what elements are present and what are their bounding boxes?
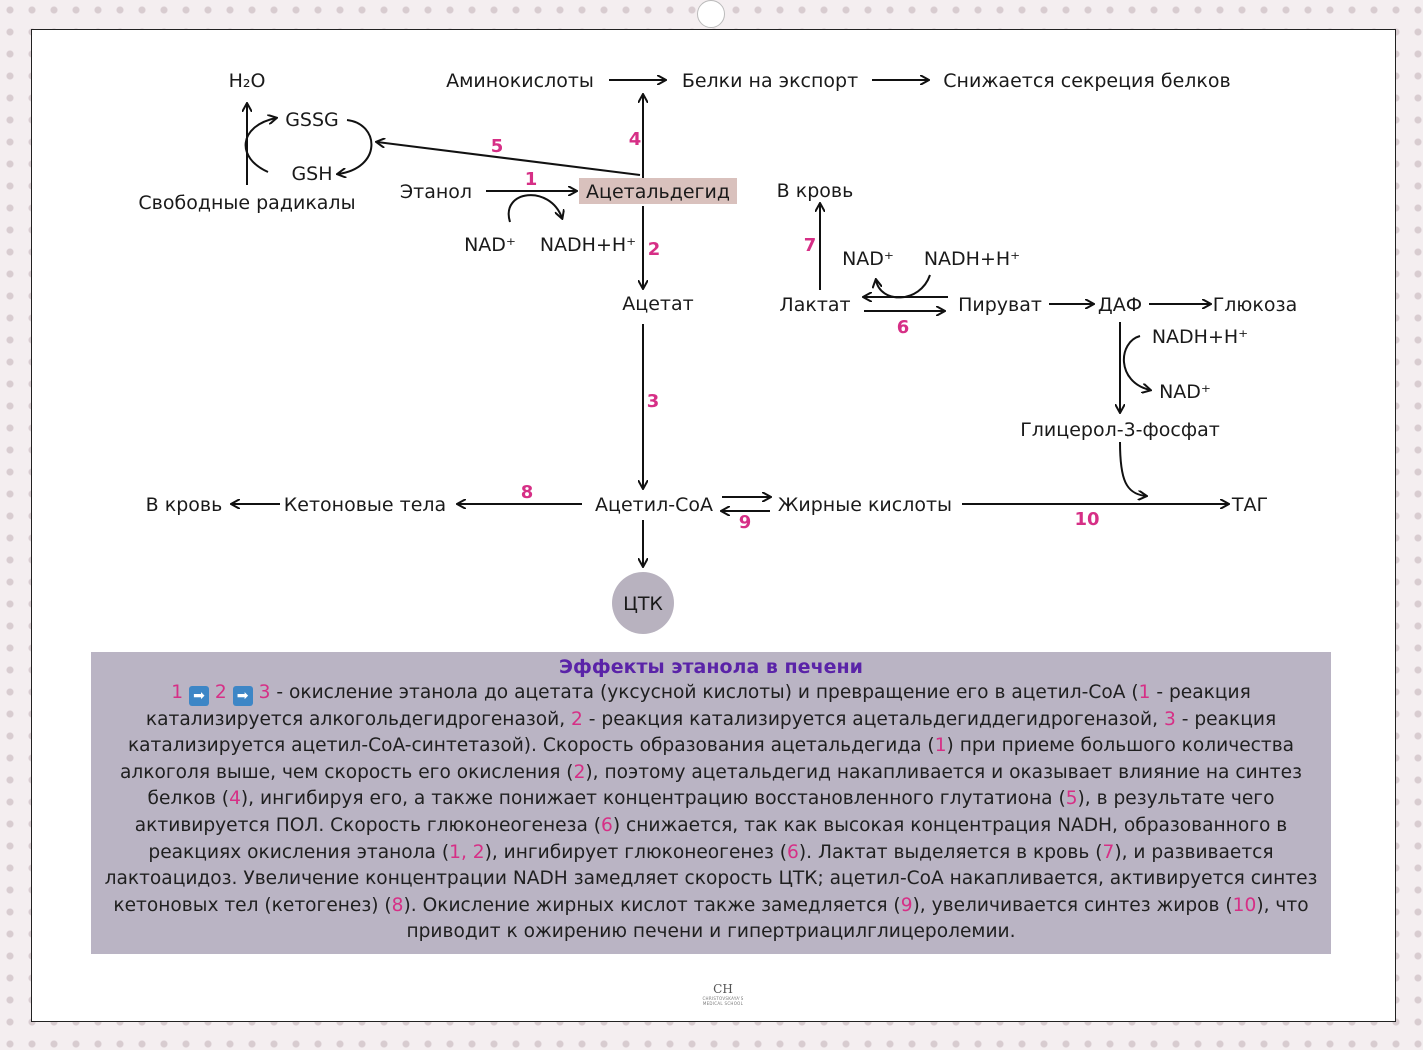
ref-step: 5 xyxy=(1065,788,1078,810)
step-1: 1 xyxy=(525,169,538,190)
arrow-right-icon: ➡ xyxy=(232,686,253,706)
node-gssg: GSSG xyxy=(285,109,339,131)
tca-circle xyxy=(612,572,674,634)
panel-body: 1 ➡ 2 ➡ 3 - окисление этанола до ацетата… xyxy=(101,680,1321,946)
node-ethanol: Этанол xyxy=(400,181,472,203)
acetaldehyde-highlight xyxy=(579,178,737,204)
binder-ring xyxy=(697,0,725,28)
arrow-nadh-nad-glycerol xyxy=(1123,335,1150,390)
node-glycerol-3-phosphate: Глицерол-3-фосфат xyxy=(1020,419,1220,441)
ref-step: 4 xyxy=(229,788,241,810)
arrow-acetaldehyde-glutathione xyxy=(377,142,641,176)
arrow-nadh-nad-lactate xyxy=(876,274,931,299)
body-text: ), поэтому ацетальдегид накапливается и … xyxy=(147,761,1302,810)
node-h2o: H₂O xyxy=(229,70,266,92)
node-nad-2: NAD⁺ xyxy=(842,248,894,270)
arrow-nad-nadh xyxy=(507,194,562,223)
node-acetyl-coa: Ацетил-CoA xyxy=(595,494,713,516)
node-nadh-1: NADH+H⁺ xyxy=(540,234,636,256)
step-5: 5 xyxy=(491,136,504,157)
arrow-gsh-gssg xyxy=(244,118,276,173)
node-acetate: Ацетат xyxy=(622,293,693,315)
step-6: 6 xyxy=(897,317,910,338)
node-export-proteins: Белки на экспорт xyxy=(682,70,858,92)
node-blood-lactate: В кровь xyxy=(777,180,854,202)
node-ketone-bodies: Кетоновые тела xyxy=(284,494,446,516)
panel-title: Эффекты этанола в печени xyxy=(559,656,863,678)
body-text: ), ингибируя его, а также понижает конце… xyxy=(240,788,1066,810)
body-text: - реакция катализируется ацетальдегиддег… xyxy=(582,708,1164,730)
ref-step: 6 xyxy=(601,814,613,836)
node-acetaldehyde: Ацетальдегид xyxy=(586,181,730,203)
arrow-gssg-gsh xyxy=(338,119,373,174)
step-2: 2 xyxy=(648,239,661,260)
node-glucose: Глюкоза xyxy=(1213,294,1298,316)
ref-step: 2 xyxy=(571,708,583,730)
ref-step: 3 xyxy=(1163,708,1176,730)
ref-step: 2 xyxy=(214,682,227,703)
node-nad-1: NAD⁺ xyxy=(464,234,516,256)
step-4: 4 xyxy=(629,129,642,150)
node-tag: ТАГ xyxy=(1231,494,1268,516)
step-10: 10 xyxy=(1074,509,1099,530)
body-text: ), в результате чего активируется ПОЛ. С… xyxy=(134,788,1275,836)
ref-step: 9 xyxy=(900,894,913,916)
node-dap: ДАФ xyxy=(1098,294,1142,316)
arrow-glycerolphosphate-tag xyxy=(1119,441,1146,496)
ref-step: 1, 2 xyxy=(449,841,485,863)
ref-step: 3 xyxy=(258,682,271,703)
node-gsh: GSH xyxy=(291,163,332,185)
body-text: ), увеличивается синтез жиров ( xyxy=(912,894,1233,916)
node-free-radicals: Свободные радикалы xyxy=(138,192,355,214)
ref-step: 1 xyxy=(1138,682,1151,703)
step-8: 8 xyxy=(521,482,534,503)
body-text: ), и развивается лактоацидоз. Увеличение… xyxy=(104,841,1318,916)
node-protein-secretion: Снижается секреция белков xyxy=(943,70,1230,92)
node-nadh-3: NADH+H⁺ xyxy=(1152,326,1248,348)
explanation-panel: Эффекты этанола в печени 1 ➡ 2 ➡ 3 - оки… xyxy=(91,652,1331,954)
ref-step: 6 xyxy=(787,841,799,863)
body-text: ) снижается, так как высокая концентраци… xyxy=(148,814,1288,863)
body-text: ). Окисление жирных кислот также замедля… xyxy=(403,894,901,916)
node-pyruvate: Пируват xyxy=(958,294,1042,316)
body-text: - реакция катализируется ацетил-CoA-синт… xyxy=(127,708,1277,757)
logo-text: CHRISTOVSKAYA'S MEDICAL SCHOOL xyxy=(702,996,744,1006)
node-amino-acids: Аминокислоты xyxy=(446,70,594,92)
step-3: 3 xyxy=(647,391,660,412)
ref-step: 7 xyxy=(1102,841,1115,863)
body-text: ). Лактат выделяется в кровь ( xyxy=(798,841,1103,863)
node-nad-3: NAD⁺ xyxy=(1159,381,1211,403)
step-9: 9 xyxy=(739,512,752,533)
arrow-right-icon: ➡ xyxy=(188,686,209,706)
body-text: ), ингибирует глюконеогенез ( xyxy=(484,841,788,863)
ref-step: 1 xyxy=(934,735,947,757)
node-tca: ЦТК xyxy=(623,593,663,615)
ref-step: 8 xyxy=(391,894,404,916)
node-fatty-acids: Жирные кислоты xyxy=(778,494,952,516)
body-text: - окисление этанола до ацетата (уксусной… xyxy=(270,682,1139,703)
node-blood-ketones: В кровь xyxy=(146,494,223,516)
body-text: ) при приеме большого количества алкогол… xyxy=(120,735,1295,783)
node-lactate: Лактат xyxy=(779,294,850,316)
ref-step: 10 xyxy=(1232,894,1257,916)
school-logo: CH CHRISTOVSKAYA'S MEDICAL SCHOOL xyxy=(696,982,750,1006)
step-7: 7 xyxy=(804,235,817,256)
ref-step: 1 xyxy=(171,682,184,703)
body-text: ), что приводит к ожирению печени и гипе… xyxy=(406,894,1309,943)
node-nadh-2: NADH+H⁺ xyxy=(924,248,1020,270)
body-text: - реакция катализируется алкогольдегидро… xyxy=(145,682,1251,730)
ref-step: 2 xyxy=(573,761,586,783)
logo-mark: CH xyxy=(713,982,733,996)
